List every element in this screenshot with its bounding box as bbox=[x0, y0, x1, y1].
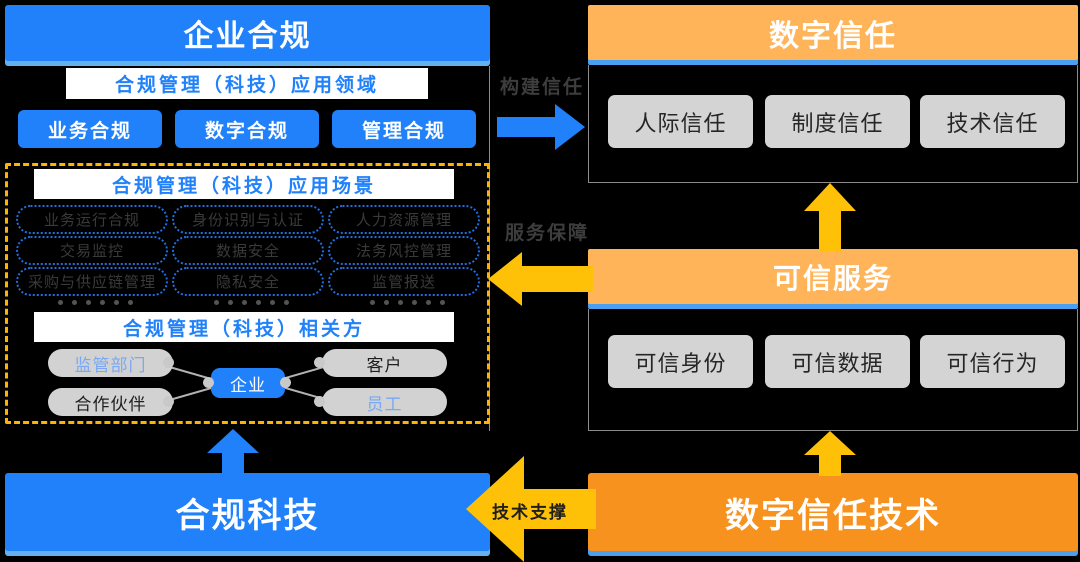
trusted-service-panel bbox=[588, 309, 1078, 431]
scenario-caption-label: 合规管理（科技）应用场景 bbox=[111, 175, 376, 197]
scenario-pill[interactable]: 身份识别与认证 bbox=[172, 205, 324, 234]
trust-chip-institutional-label: 制度信任 bbox=[791, 110, 884, 136]
stakeholder-regulator[interactable]: 监管部门 bbox=[48, 349, 173, 377]
scenario-pill[interactable]: 数据安全 bbox=[172, 236, 324, 265]
arrow-label-service-guarantee-text: 服务保障 bbox=[505, 223, 590, 244]
stakeholder-caption-label: 合规管理（科技）相关方 bbox=[122, 318, 365, 340]
scenario-pill[interactable]: 业务运行合规 bbox=[16, 205, 168, 234]
scenario-caption: 合规管理（科技）应用场景 bbox=[34, 169, 454, 199]
trust-chip-technical[interactable]: 技术信任 bbox=[920, 95, 1065, 148]
stakeholder-regulator-label: 监管部门 bbox=[74, 355, 147, 375]
scenario-pill[interactable]: 人力资源管理 bbox=[328, 205, 480, 234]
service-chip-identity-label: 可信身份 bbox=[634, 350, 727, 376]
scenario-pill-label: 身份识别与认证 bbox=[191, 212, 304, 229]
domain-caption-label: 合规管理（科技）应用领域 bbox=[114, 75, 379, 96]
regtech-footer-label: 合规科技 bbox=[175, 496, 320, 535]
stakeholder-caption: 合规管理（科技）相关方 bbox=[34, 312, 454, 342]
digital-trust-panel bbox=[588, 65, 1078, 183]
stakeholder-partner[interactable]: 合作伙伴 bbox=[48, 388, 173, 416]
scenario-pill-label: 监管报送 bbox=[371, 274, 436, 291]
service-chip-behavior-label: 可信行为 bbox=[946, 350, 1039, 376]
domain-chip-digital-label: 数字合规 bbox=[204, 120, 289, 142]
digital-trust-header: 数字信任 bbox=[588, 5, 1078, 60]
arrow-left-amber-service-guarantee bbox=[488, 252, 593, 306]
scenario-pill-label: 法务风控管理 bbox=[355, 243, 452, 260]
scenario-pill[interactable]: 采购与供应链管理 bbox=[16, 267, 168, 296]
stakeholder-partner-label: 合作伙伴 bbox=[74, 394, 147, 414]
scenario-dashed-region bbox=[5, 163, 490, 424]
domain-chip-business[interactable]: 业务合规 bbox=[18, 110, 162, 148]
scenario-pill[interactable]: 交易监控 bbox=[16, 236, 168, 265]
arrow-up-amber-tech bbox=[804, 431, 856, 476]
service-chip-identity[interactable]: 可信身份 bbox=[608, 335, 753, 388]
digital-trust-header-label: 数字信任 bbox=[769, 19, 897, 53]
arrow-label-build-trust-text: 构建信任 bbox=[500, 77, 585, 98]
stakeholder-node-dot bbox=[280, 377, 291, 388]
domain-chip-management-label: 管理合规 bbox=[361, 120, 446, 142]
trust-chip-interpersonal-label: 人际信任 bbox=[634, 110, 727, 136]
stakeholder-node-dot bbox=[203, 377, 214, 388]
scenario-pill-label: 采购与供应链管理 bbox=[27, 274, 156, 291]
stakeholder-enterprise-label: 企业 bbox=[230, 375, 266, 395]
stakeholder-node-dot bbox=[314, 396, 325, 407]
arrow-left-amber-tech-support bbox=[466, 456, 596, 562]
arrow-label-service-guarantee: 服务保障 bbox=[505, 218, 589, 245]
stakeholder-node-dot bbox=[163, 396, 174, 407]
scenario-pill-label: 数据安全 bbox=[215, 243, 280, 260]
arrow-up-amber-service bbox=[804, 183, 856, 251]
scenario-pill-label: 业务运行合规 bbox=[43, 212, 140, 229]
ellipsis-dots bbox=[58, 300, 133, 305]
ellipsis-dots bbox=[214, 300, 289, 305]
enterprise-compliance-header: 企业合规 bbox=[5, 5, 490, 61]
arrow-label-build-trust: 构建信任 bbox=[500, 72, 584, 99]
scenario-pill-label: 交易监控 bbox=[59, 243, 124, 260]
stakeholder-customer-label: 客户 bbox=[366, 355, 403, 375]
digital-trust-tech-footer: 数字信任技术 bbox=[588, 473, 1078, 551]
stakeholder-employee-label: 员工 bbox=[366, 394, 403, 414]
digital-trust-tech-footer-label: 数字信任技术 bbox=[725, 496, 941, 535]
enterprise-compliance-header-label: 企业合规 bbox=[183, 20, 312, 53]
trusted-service-header: 可信服务 bbox=[588, 249, 1078, 304]
service-chip-data[interactable]: 可信数据 bbox=[765, 335, 910, 388]
regtech-footer: 合规科技 bbox=[5, 473, 490, 551]
stakeholder-node-dot bbox=[314, 357, 325, 368]
domain-chip-digital[interactable]: 数字合规 bbox=[175, 110, 319, 148]
domain-chip-business-label: 业务合规 bbox=[47, 120, 132, 142]
trust-chip-interpersonal[interactable]: 人际信任 bbox=[608, 95, 753, 148]
stakeholder-customer[interactable]: 客户 bbox=[322, 349, 447, 377]
trust-chip-technical-label: 技术信任 bbox=[946, 110, 1039, 136]
stakeholder-enterprise[interactable]: 企业 bbox=[211, 368, 285, 398]
trusted-service-header-label: 可信服务 bbox=[772, 262, 893, 294]
scenario-pill-label: 隐私安全 bbox=[215, 274, 280, 291]
arrow-up-blue bbox=[207, 429, 259, 475]
scenario-pill[interactable]: 法务风控管理 bbox=[328, 236, 480, 265]
service-chip-data-label: 可信数据 bbox=[791, 350, 884, 376]
arrow-label-tech-support: 技术支撑 bbox=[492, 498, 568, 523]
domain-caption: 合规管理（科技）应用领域 bbox=[66, 68, 428, 99]
arrow-label-tech-support-text: 技术支撑 bbox=[492, 503, 568, 522]
stakeholder-node-dot bbox=[163, 357, 174, 368]
scenario-pill[interactable]: 监管报送 bbox=[328, 267, 480, 296]
domain-chip-management[interactable]: 管理合规 bbox=[332, 110, 476, 148]
scenario-pill[interactable]: 隐私安全 bbox=[172, 267, 324, 296]
ellipsis-dots bbox=[370, 300, 445, 305]
scenario-pill-label: 人力资源管理 bbox=[355, 212, 452, 229]
trust-chip-institutional[interactable]: 制度信任 bbox=[765, 95, 910, 148]
service-chip-behavior[interactable]: 可信行为 bbox=[920, 335, 1065, 388]
arrow-right-blue-build-trust bbox=[497, 104, 585, 150]
stakeholder-employee[interactable]: 员工 bbox=[322, 388, 447, 416]
